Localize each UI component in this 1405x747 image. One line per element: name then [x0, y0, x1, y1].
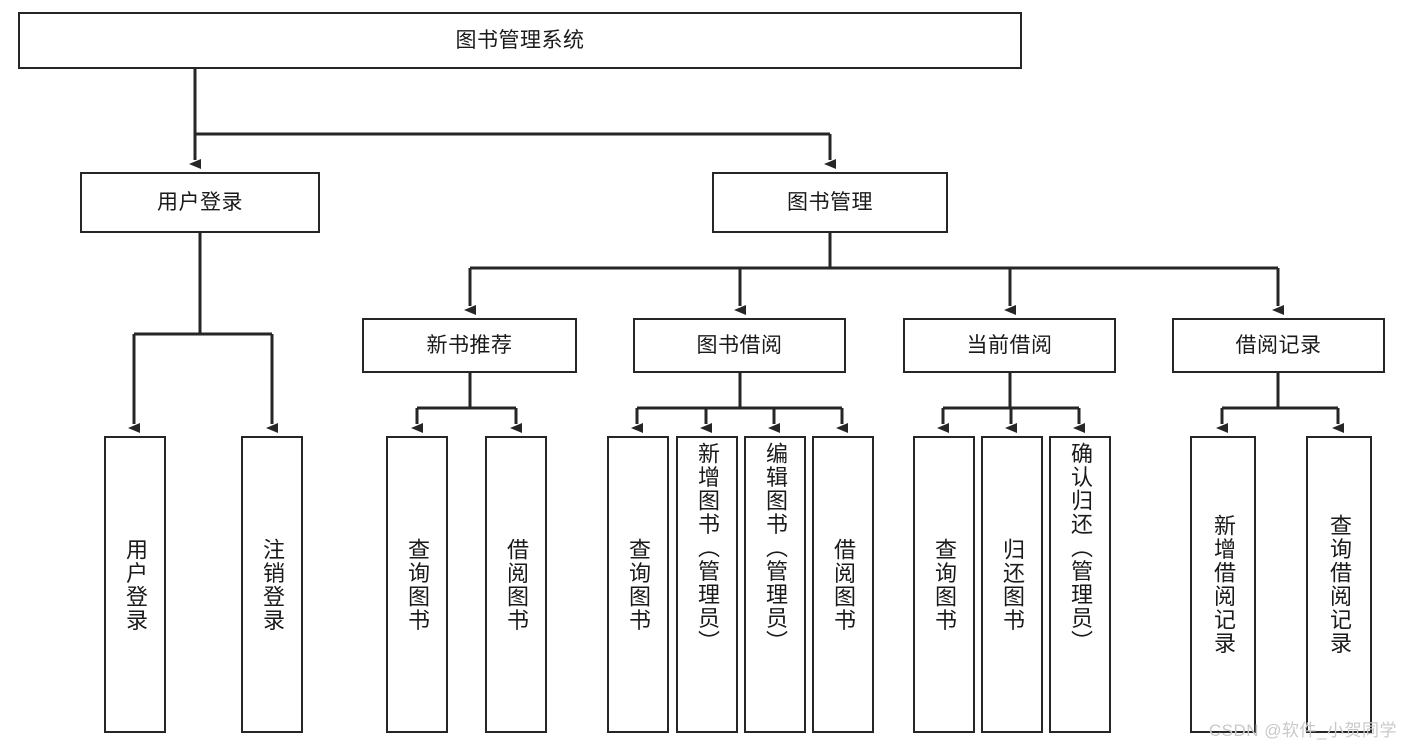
csdn-watermark: CSDN @软件_小贺同学 [1208, 721, 1397, 740]
node-leaf-add-book-label: 新增图书（管理员） [694, 442, 720, 654]
node-leaf-add-book[interactable]: 新增图书（管理员） [676, 436, 738, 733]
node-user-login[interactable]: 用户登录 [80, 172, 320, 233]
node-book-borrow-label: 图书借阅 [696, 333, 783, 357]
node-leaf-confirm-return[interactable]: 确认归还（管理员） [1049, 436, 1111, 733]
node-new-book-recommend[interactable]: 新书推荐 [362, 318, 577, 373]
node-borrow-record-label: 借阅记录 [1235, 333, 1322, 357]
node-borrow-record[interactable]: 借阅记录 [1172, 318, 1385, 373]
node-root[interactable]: 图书管理系统 [18, 12, 1022, 69]
node-leaf-borrow-book-rec[interactable]: 借阅图书 [485, 436, 547, 733]
node-leaf-query-record-label: 查询借阅记录 [1326, 514, 1352, 655]
node-current-borrow-label: 当前借阅 [966, 333, 1053, 357]
node-leaf-add-record[interactable]: 新增借阅记录 [1190, 436, 1256, 733]
node-user-login-label: 用户登录 [157, 190, 243, 214]
node-leaf-query-book-borrow[interactable]: 查询图书 [607, 436, 669, 733]
node-leaf-query-book-cur-label: 查询图书 [931, 537, 957, 632]
node-leaf-query-book-borrow-label: 查询图书 [625, 537, 651, 632]
node-book-borrow[interactable]: 图书借阅 [633, 318, 846, 373]
node-leaf-query-book-cur[interactable]: 查询图书 [913, 436, 975, 733]
node-leaf-edit-book[interactable]: 编辑图书（管理员） [744, 436, 806, 733]
node-leaf-edit-book-label: 编辑图书（管理员） [762, 442, 788, 654]
node-leaf-query-book-rec[interactable]: 查询图书 [386, 436, 448, 733]
node-leaf-return-book[interactable]: 归还图书 [981, 436, 1043, 733]
node-leaf-confirm-return-label: 确认归还（管理员） [1067, 442, 1093, 654]
node-leaf-add-record-label: 新增借阅记录 [1210, 514, 1236, 655]
node-leaf-return-book-label: 归还图书 [999, 537, 1025, 632]
node-leaf-user-login-label: 用户登录 [122, 537, 148, 632]
node-book-manage[interactable]: 图书管理 [712, 172, 948, 233]
node-leaf-logout-label: 注销登录 [259, 537, 285, 632]
node-leaf-logout[interactable]: 注销登录 [241, 436, 303, 733]
node-leaf-query-book-rec-label: 查询图书 [404, 537, 430, 632]
node-current-borrow[interactable]: 当前借阅 [903, 318, 1116, 373]
node-new-book-recommend-label: 新书推荐 [426, 333, 513, 357]
node-leaf-query-record[interactable]: 查询借阅记录 [1306, 436, 1372, 733]
node-book-manage-label: 图书管理 [787, 190, 873, 214]
node-root-label: 图书管理系统 [455, 28, 585, 52]
node-leaf-borrow-book-label: 借阅图书 [830, 537, 856, 632]
node-leaf-borrow-book-rec-label: 借阅图书 [503, 537, 529, 632]
node-leaf-borrow-book[interactable]: 借阅图书 [812, 436, 874, 733]
node-leaf-user-login[interactable]: 用户登录 [104, 436, 166, 733]
